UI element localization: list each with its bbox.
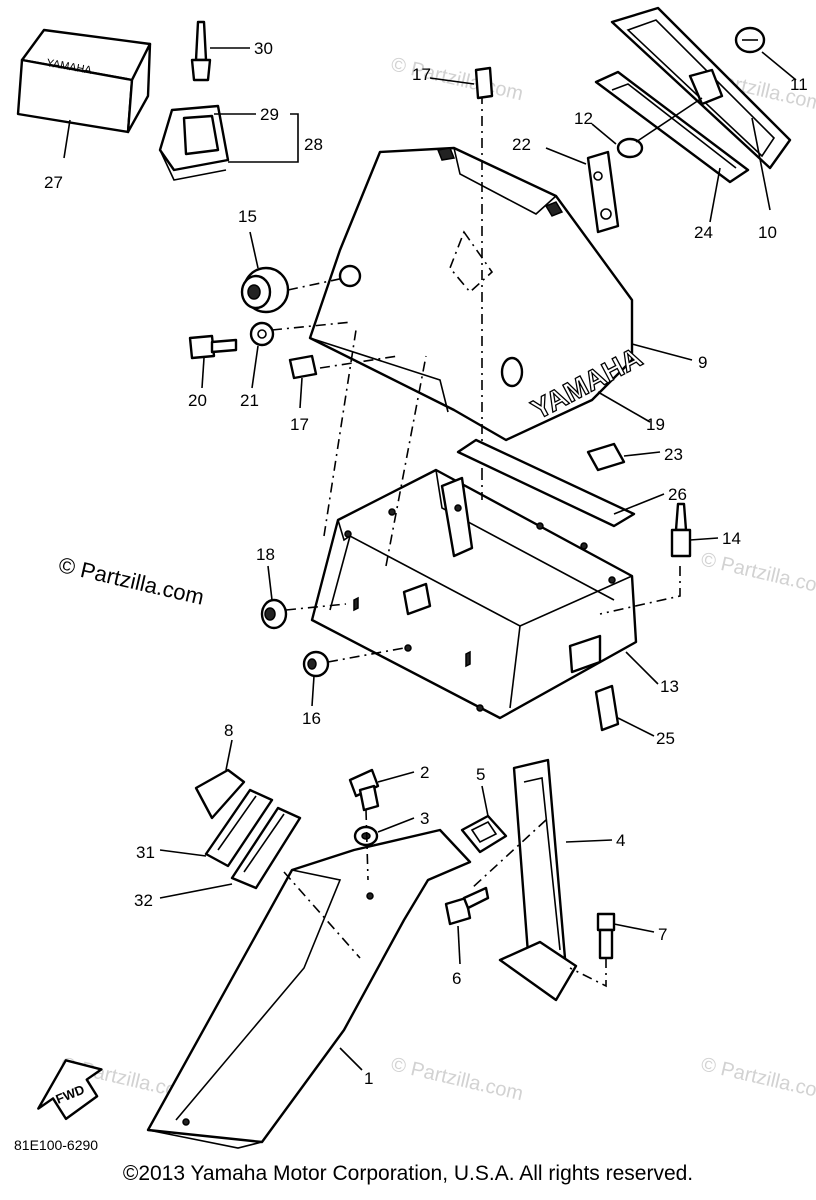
part-14-screw — [599, 502, 719, 615]
part-2-3-wingbolt-washer — [348, 768, 415, 881]
part-26-rubber-strip — [456, 438, 665, 528]
callout-21: 21 — [240, 391, 259, 410]
callout-20: 20 — [188, 391, 207, 410]
part-18-16-grommets — [260, 565, 405, 707]
callout-16: 16 — [302, 709, 321, 728]
watermark-faint: © Partzilla.com — [699, 1053, 816, 1105]
part-10-11-24-plate-light — [545, 6, 797, 234]
part-17-nuts — [288, 66, 494, 409]
watermark-faint: © Partzilla.com — [389, 1053, 525, 1105]
callout-14: 14 — [722, 529, 741, 548]
part-5-rubber-mount — [460, 785, 508, 854]
part-27-emblem-box: YAMAHA — [16, 28, 152, 159]
callout-2: 2 — [420, 763, 429, 782]
callout-15: 15 — [238, 207, 257, 226]
part-6-7-bolts — [444, 886, 655, 988]
part-13-tray-box — [310, 329, 659, 720]
callout-7: 7 — [658, 925, 667, 944]
callout-11: 11 — [790, 75, 808, 94]
callout-numbers: 1 2 3 4 5 6 7 8 9 10 11 12 13 14 15 16 1… — [44, 39, 808, 1088]
callout-19: 19 — [646, 415, 665, 434]
callout-8: 8 — [224, 721, 233, 740]
part-25-clip — [594, 684, 655, 737]
callout-4: 4 — [616, 831, 625, 850]
callout-25: 25 — [656, 729, 675, 748]
callout-30: 30 — [254, 39, 273, 58]
part-1-guard-plate — [146, 828, 472, 1149]
callout-10: 10 — [758, 223, 777, 242]
callout-17-top: 17 — [412, 65, 431, 84]
part-4-bracket — [471, 758, 613, 1002]
diagram-code: 81E100-6290 — [14, 1137, 98, 1153]
callout-31: 31 — [136, 843, 155, 862]
callout-24: 24 — [694, 223, 713, 242]
callout-32: 32 — [134, 891, 153, 910]
part-20-21-bolt-washer — [188, 321, 399, 389]
callout-12: 12 — [574, 109, 593, 128]
callout-5: 5 — [476, 765, 485, 784]
callout-6: 6 — [452, 969, 461, 988]
watermark-faint: © Partzilla.com — [699, 548, 816, 600]
callout-29: 29 — [260, 105, 279, 124]
part-8-31-32-pads — [159, 739, 302, 899]
part-28-29-30-clip-screw — [158, 20, 299, 181]
part-23-pad — [586, 442, 661, 472]
callout-17-left: 17 — [290, 415, 309, 434]
callout-22: 22 — [512, 135, 531, 154]
callout-3: 3 — [420, 809, 429, 828]
watermark-faint: © Partzilla.com — [389, 53, 525, 105]
callout-1: 1 — [364, 1069, 373, 1088]
copyright-notice: ©2013 Yamaha Motor Corporation, U.S.A. A… — [122, 1162, 694, 1185]
callout-18: 18 — [256, 545, 275, 564]
callout-26: 26 — [668, 485, 687, 504]
fwd-arrow-icon: FWD — [37, 1059, 103, 1121]
callout-27: 27 — [44, 173, 63, 192]
callout-23: 23 — [664, 445, 683, 464]
callout-9: 9 — [698, 353, 707, 372]
callout-13: 13 — [660, 677, 679, 696]
callout-28: 28 — [304, 135, 323, 154]
part-15-grommet — [240, 231, 362, 314]
